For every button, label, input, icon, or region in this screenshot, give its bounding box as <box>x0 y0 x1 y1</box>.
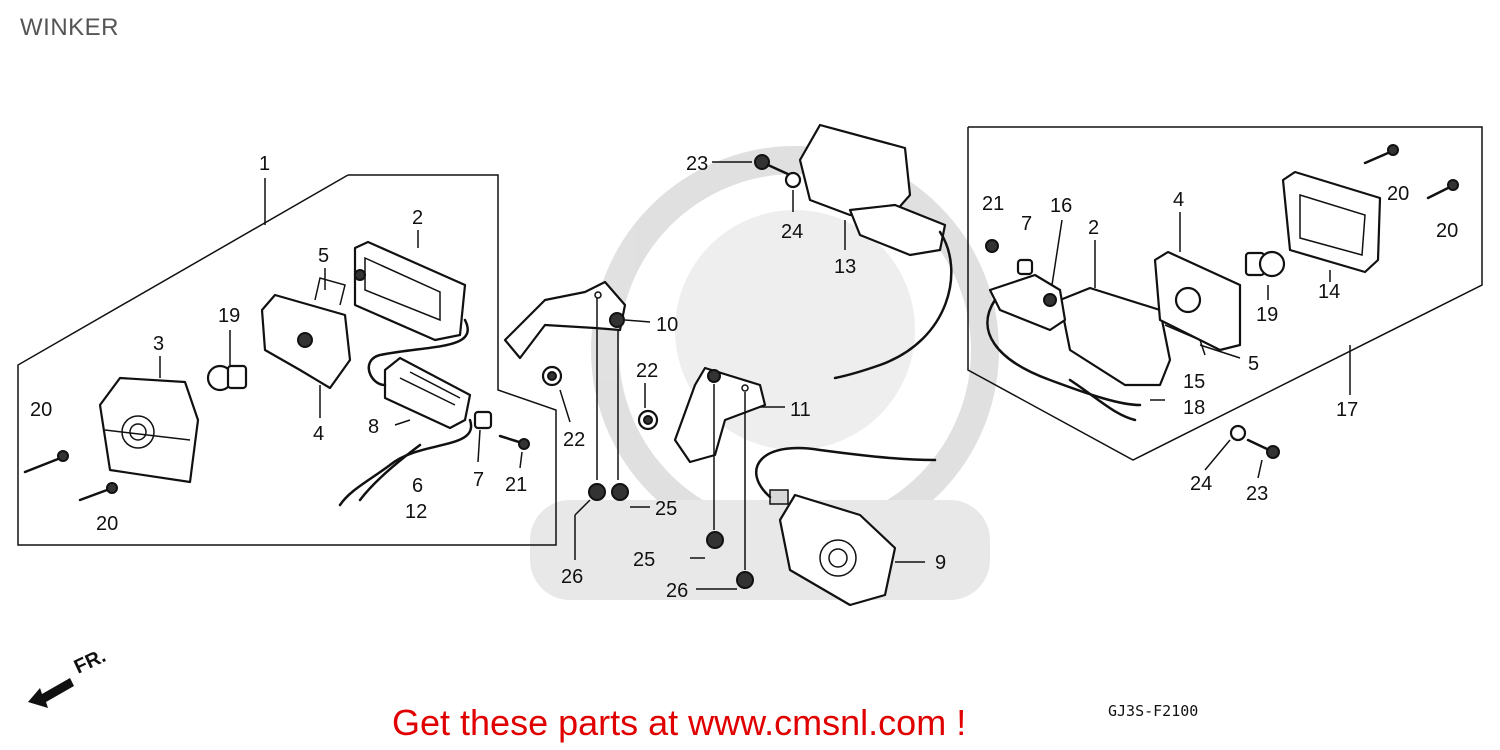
right-winker-lens <box>1281 170 1382 274</box>
part-label-11: 11 <box>790 399 811 421</box>
part-label-23: 23 <box>686 153 708 175</box>
left-harness <box>338 418 473 507</box>
part-label-21: 21 <box>982 193 1004 215</box>
screw-23a <box>754 154 802 189</box>
right-washer-24 <box>1229 424 1247 442</box>
part-label-17: 17 <box>1336 399 1358 421</box>
winker-9-wire <box>755 446 937 499</box>
left-winker-case <box>353 240 467 342</box>
left-collar <box>473 410 493 430</box>
part-label-13: 13 <box>834 256 856 278</box>
part-label-12: 12 <box>405 501 427 523</box>
right-screw-20a <box>1363 144 1399 165</box>
right-lens-gasket <box>1153 250 1242 352</box>
nut-22a <box>541 365 563 387</box>
part-label-23: 23 <box>1246 483 1268 505</box>
part-label-22: 22 <box>563 429 585 451</box>
stay-bracket-10 <box>503 280 627 360</box>
part-label-22: 22 <box>636 360 658 382</box>
part-label-26: 26 <box>666 580 688 602</box>
part-label-15: 15 <box>1183 371 1205 393</box>
promo-link[interactable]: Get these parts at www.cmsnl.com ! <box>392 702 967 743</box>
front-marker-label: FR. <box>71 645 109 679</box>
part-label-24: 24 <box>1190 473 1212 495</box>
left-lens-gasket <box>260 293 352 390</box>
page-title: WINKER <box>20 14 119 41</box>
left-bulb <box>206 364 248 392</box>
left-assembly-box <box>17 174 557 546</box>
winker-13 <box>798 123 947 257</box>
left-spring-clip <box>314 277 346 306</box>
part-label-25: 25 <box>655 498 677 520</box>
right-screw-21 <box>985 239 999 253</box>
part-label-6: 6 <box>412 475 423 497</box>
left-socket <box>383 356 472 430</box>
part-label-7: 7 <box>1021 213 1032 235</box>
left-screw-20a <box>23 450 69 474</box>
part-label-24: 24 <box>781 221 803 243</box>
part-label-26: 26 <box>561 566 583 588</box>
part-label-8: 8 <box>368 416 379 438</box>
part-label-20: 20 <box>1436 220 1458 242</box>
right-spring-clip <box>1164 324 1206 356</box>
part-label-2: 2 <box>1088 217 1099 239</box>
part-label-14: 14 <box>1318 281 1340 303</box>
part-label-20: 20 <box>30 399 52 421</box>
right-screw-23 <box>1246 438 1280 459</box>
part-label-20: 20 <box>1387 183 1409 205</box>
part-label-1: 1 <box>259 153 270 175</box>
part-label-21: 21 <box>505 474 527 496</box>
right-collar-7 <box>1016 258 1034 276</box>
part-labels: 1 2 3 4 5 19 20 20 6 7 8 12 21 22 22 10 … <box>30 153 1458 602</box>
left-screw-21 <box>498 434 530 450</box>
part-label-3: 3 <box>153 333 164 355</box>
part-label-19: 19 <box>218 305 240 327</box>
left-wire <box>367 318 469 387</box>
right-mount-16 <box>988 273 1067 332</box>
part-label-9: 9 <box>935 552 946 574</box>
front-arrow-icon <box>28 678 74 708</box>
left-winker-lens <box>98 376 200 484</box>
part-label-7: 7 <box>473 469 484 491</box>
stay-bracket-11 <box>673 366 767 464</box>
part-label-19: 19 <box>1256 304 1278 326</box>
part-label-4: 4 <box>1173 189 1184 211</box>
part-label-2: 2 <box>412 207 423 229</box>
bolt-25a <box>611 483 629 501</box>
part-label-20: 20 <box>96 513 118 535</box>
drawing-code: GJ3S-F2100 <box>1108 702 1198 720</box>
winker-9 <box>769 489 897 607</box>
part-label-18: 18 <box>1183 397 1205 419</box>
winker-13-wire <box>833 230 953 380</box>
right-wire <box>986 298 1142 407</box>
bolt-26b <box>736 571 754 589</box>
part-label-25: 25 <box>633 549 655 571</box>
bolt-25b <box>706 531 724 549</box>
part-label-10: 10 <box>656 314 678 336</box>
right-assembly-box <box>967 126 1483 461</box>
part-label-5: 5 <box>318 245 329 267</box>
bolt-26a <box>588 483 606 501</box>
part-label-4: 4 <box>313 423 324 445</box>
right-screw-20b <box>1426 179 1459 200</box>
right-bulb <box>1244 250 1286 278</box>
part-label-5: 5 <box>1248 353 1259 375</box>
left-screw-20b <box>78 482 118 502</box>
nut-22b <box>637 409 659 431</box>
right-winker-case <box>1058 286 1172 387</box>
part-label-16: 16 <box>1050 195 1072 217</box>
